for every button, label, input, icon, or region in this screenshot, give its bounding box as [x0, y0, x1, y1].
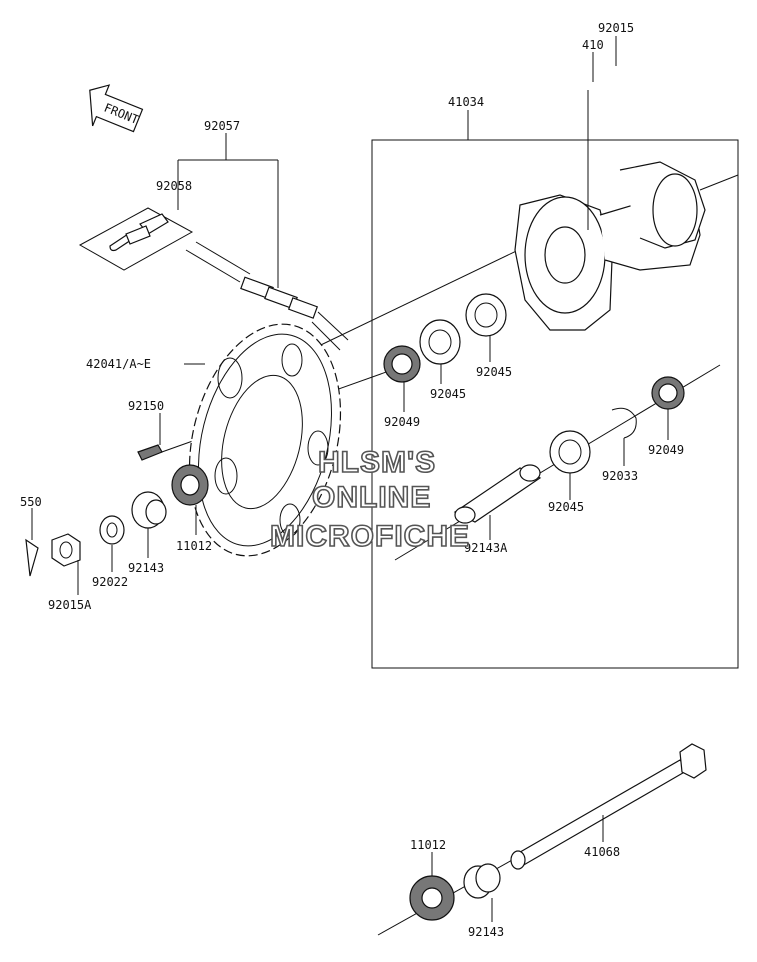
callout-42041: 42041/A~E [86, 357, 151, 371]
callout-92033: 92033 [602, 469, 638, 483]
callout-11012-upper: 11012 [176, 539, 212, 553]
callout-92143-left: 92143 [128, 561, 164, 575]
callout-11012-lower: 11012 [410, 838, 446, 852]
circlip-92033 [611, 407, 637, 439]
cotter-pin-550 [25, 538, 39, 577]
watermark-line-2: ONLINE [312, 481, 431, 514]
callout-92045-lower: 92045 [548, 500, 584, 514]
drive-chain [185, 241, 349, 351]
callout-92015A: 92015A [48, 598, 92, 612]
callout-92045-upper: 92045 [476, 365, 512, 379]
callout-92049-left: 92049 [384, 415, 420, 429]
callout-92143A: 92143A [464, 541, 508, 555]
callout-92150: 92150 [128, 399, 164, 413]
rear-hub [514, 161, 739, 331]
master-link [78, 207, 194, 271]
bolt-92150 [137, 444, 163, 461]
bearing-92045-mid [419, 319, 461, 365]
callout-92058: 92058 [156, 179, 192, 193]
callout-41068: 41068 [584, 845, 620, 859]
front-arrow-icon: FRONT [89, 84, 144, 133]
callout-410: 410 [582, 38, 604, 52]
washer-92022 [99, 515, 125, 545]
rear-axle [409, 743, 707, 921]
callout-92015: 92015 [598, 21, 634, 35]
watermark-line-1: HLSM'S [318, 446, 436, 479]
leader-lines [31, 36, 669, 922]
left-small-parts [25, 444, 209, 577]
callout-92022: 92022 [92, 575, 128, 589]
callout-92057: 92057 [204, 119, 240, 133]
watermark-line-3: MICROFICHE [270, 520, 470, 553]
rear-sprocket [188, 323, 342, 557]
callout-92143-lower: 92143 [468, 925, 504, 939]
callout-labels: 92015 410 41034 92057 92058 42041/A~E 92… [20, 21, 684, 939]
bearing-92045-upper [465, 293, 507, 337]
callout-550: 550 [20, 495, 42, 509]
watermark: HLSM'S ONLINE MICROFICHE [269, 445, 470, 554]
bearing-92045-lower [549, 430, 591, 474]
callout-41034: 41034 [448, 95, 484, 109]
nut-92015A [51, 533, 81, 567]
hub-assembly-box [371, 139, 739, 669]
callout-92049-right: 92049 [648, 443, 684, 457]
callout-92045-mid: 92045 [430, 387, 466, 401]
hub-bearings [383, 293, 685, 524]
